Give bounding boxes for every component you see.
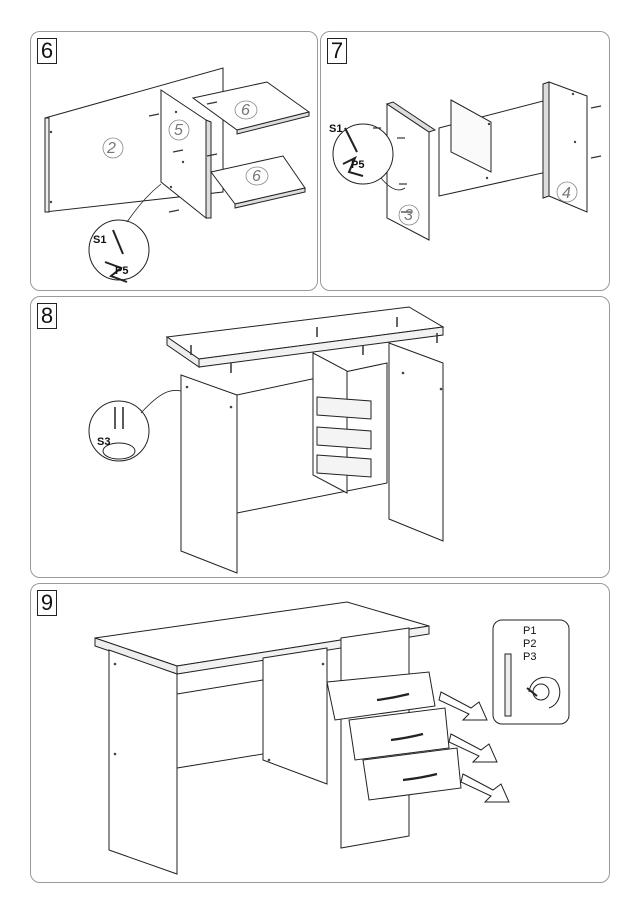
part-label: 4 (562, 185, 571, 202)
step-9-panel: 9 (30, 583, 610, 883)
part-label: P2 (523, 638, 536, 650)
part-label: P1 (523, 625, 536, 637)
step-number: 8 (37, 303, 57, 329)
part-label: 2 (106, 140, 116, 157)
part-label: 5 (174, 122, 183, 139)
step-7-panel: 7 (320, 31, 610, 291)
screw-label: S1 (93, 234, 106, 246)
screw-label: S3 (97, 436, 110, 448)
screw-label: S1 (329, 123, 342, 135)
step-6-diagram: 2 5 6 6 S1 P5 (44, 67, 311, 283)
part-label: 3 (404, 207, 413, 224)
part-label: P3 (523, 651, 536, 663)
step-9-diagram: P1 P2 P3 (94, 601, 570, 875)
step-6-panel: 6 (30, 31, 318, 291)
step-8-panel: 8 (30, 296, 610, 578)
part-label: 6 (252, 168, 261, 185)
step-number: 7 (327, 38, 347, 64)
tool-label: P5 (351, 159, 364, 171)
tool-label: P5 (115, 265, 128, 277)
step-8-diagram: S3 (88, 306, 445, 574)
part-label: 6 (241, 102, 250, 119)
step-7-diagram: 3 4 S1 P5 (329, 81, 602, 241)
step-number: 9 (37, 590, 57, 616)
step-number: 6 (37, 38, 57, 64)
